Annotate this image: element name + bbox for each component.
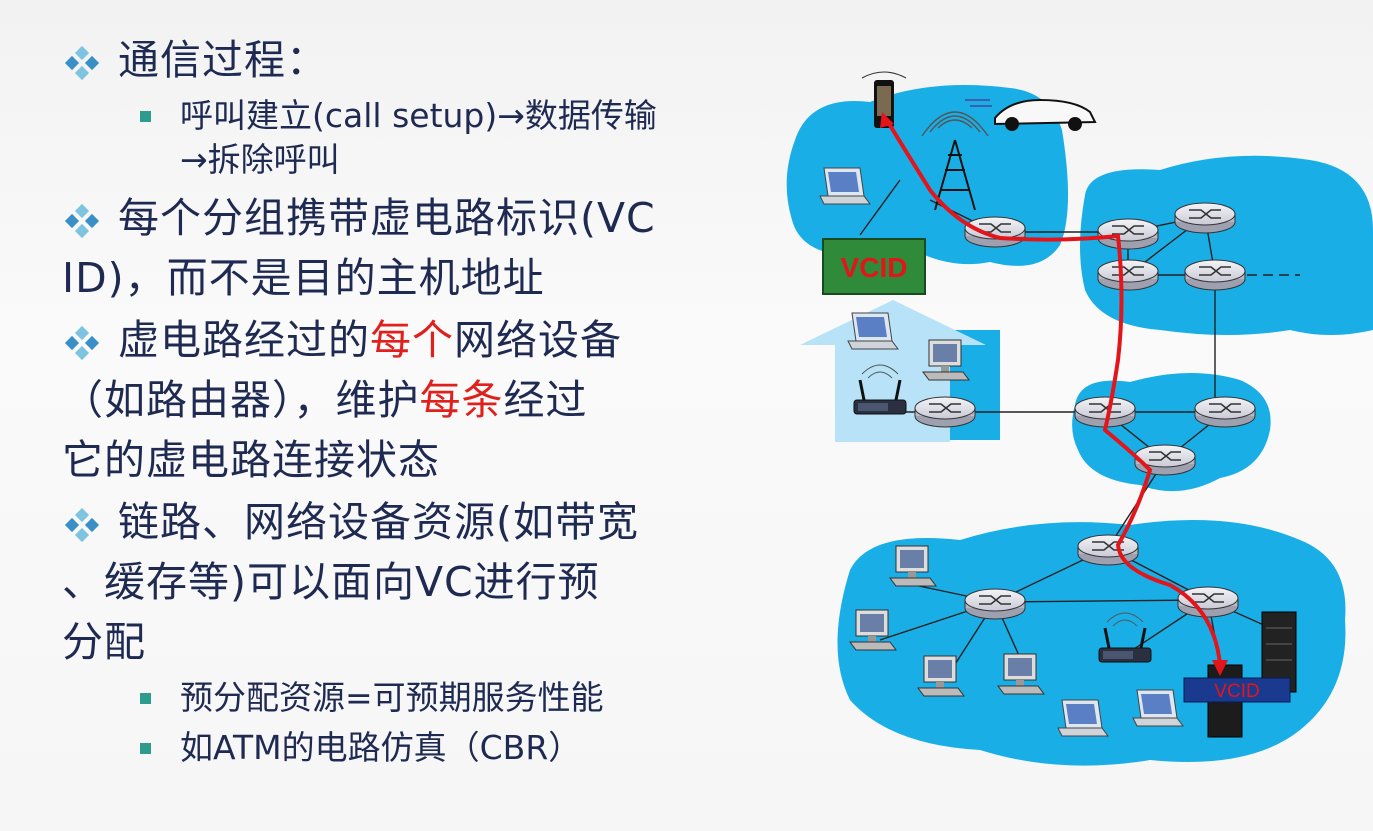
- network-diagram: VCID VCID: [786, 71, 1373, 766]
- bullet-line2-a: （如路由器），维护: [62, 376, 420, 424]
- cell-tower-icon: [921, 111, 989, 211]
- vcid-box-small: [1183, 677, 1291, 703]
- path-arrowhead-icon: [880, 112, 894, 128]
- bullet-line2: 、缓存等)可以面向VC进行预: [62, 558, 600, 606]
- car-icon: [965, 98, 1097, 131]
- bullet-line1-a: 虚电路经过的: [118, 316, 370, 364]
- vcid-box-large: [822, 238, 926, 295]
- diamond-bullet-icon: [64, 203, 100, 239]
- router-icon: [964, 588, 1026, 620]
- highlight-each-vc: 每条: [419, 376, 504, 424]
- highlight-each: 每个: [370, 316, 454, 364]
- router-icon: [914, 396, 976, 428]
- square-bullet-icon: [140, 743, 151, 754]
- smartphone-icon: [861, 71, 907, 128]
- router-icon: [1097, 218, 1159, 250]
- bullet-resource-allocation: 链路、网络设备资源(如带宽 、缓存等)可以面向VC进行预 分配: [62, 492, 762, 672]
- sub-bullet-text: 预分配资源=可预期服务性能: [180, 678, 604, 717]
- router-icon: [1134, 444, 1196, 476]
- diamond-bullet-icon: [64, 325, 100, 361]
- sub-bullet-text: 如ATM的电路仿真（CBR）: [180, 728, 582, 767]
- vcid-label-large: VCID: [841, 252, 908, 283]
- bullet-line3: 它的虚电路连接状态: [62, 436, 440, 484]
- bullet-text: 通信过程：: [118, 36, 328, 84]
- router-icon: [1077, 534, 1139, 566]
- bullet-line1-b: 网络设备: [454, 316, 622, 364]
- bullet-line2-b: 经过: [503, 376, 588, 424]
- isp-network-cloud: [1080, 155, 1373, 335]
- router-icon: [1174, 202, 1236, 234]
- bullet-communication-process: 通信过程：: [62, 30, 762, 90]
- router-icon: [1194, 396, 1256, 428]
- router-icon: [964, 216, 1026, 248]
- vcid-label-small: VCID: [1214, 681, 1259, 702]
- diamond-bullet-icon: [64, 507, 100, 543]
- bullet-line1: 每个分组携带虚电路标识(VC: [118, 194, 656, 242]
- sub-bullet-line2: →拆除呼叫: [180, 140, 340, 179]
- path-arrowhead-icon: [1212, 660, 1228, 676]
- bullet-vc-id: 每个分组携带虚电路标识(VC ID)，而不是目的主机地址: [62, 188, 762, 308]
- bullet-line3: 分配: [62, 618, 146, 666]
- sub-bullet-line1: 呼叫建立(call setup)→数据传输: [180, 96, 657, 135]
- text-column: 通信过程： 呼叫建立(call setup)→数据传输 →拆除呼叫 每个分组携带…: [62, 30, 762, 776]
- bullet-line2: ID)，而不是目的主机地址: [62, 254, 545, 302]
- router-icon: [1184, 259, 1246, 291]
- sub-bullet-atm: 如ATM的电路仿真（CBR）: [62, 726, 762, 770]
- bullet-vc-state: 虚电路经过的每个网络设备 （如路由器），维护每条经过 它的虚电路连接状态: [62, 310, 762, 490]
- router-icon: [1097, 259, 1159, 291]
- bullet-line1: 链路、网络设备资源(如带宽: [118, 498, 639, 546]
- diamond-bullet-icon: [64, 45, 100, 81]
- sub-bullet-predictable: 预分配资源=可预期服务性能: [62, 676, 762, 720]
- square-bullet-icon: [140, 693, 151, 704]
- square-bullet-icon: [140, 111, 151, 122]
- router-icon: [1177, 586, 1239, 618]
- sub-bullet-call-setup: 呼叫建立(call setup)→数据传输 →拆除呼叫: [62, 94, 762, 182]
- virtual-circuit-path: [886, 120, 1222, 666]
